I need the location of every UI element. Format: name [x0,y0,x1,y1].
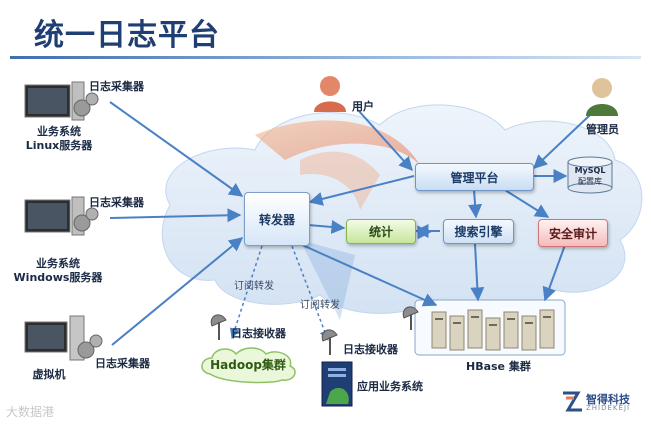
statistics-node: 统计 [346,219,416,244]
app-system-label: 应用业务系统 [357,380,423,393]
management-platform-node: 管理平台 [415,163,534,191]
receiver-label-app: 日志接收器 [343,343,398,356]
collector-label-windows: 日志采集器 [89,196,144,209]
hbase-cluster-box [414,299,566,356]
brand-name: 智得科技 [586,393,630,406]
receiver-dish-icon [210,314,227,340]
admin-label: 管理员 [586,123,619,136]
subscribe-label-2: 订阅转发 [300,300,340,311]
hadoop-cloud-shape [201,347,296,384]
server-label-vm: 虚拟机 [32,368,66,381]
watermark: 大数据港 [6,405,55,419]
hbase-dish-icon [402,306,419,330]
virtual-machine-icon [24,315,103,361]
page-title: 统一日志平台 [34,18,220,53]
mysql-label-line1: MySQL [574,166,606,175]
server-label-linux-line2: Linux服务器 [25,139,93,152]
hbase-cluster-label: HBase 集群 [466,360,531,373]
subscribe-arrows [229,245,330,341]
collector-label-vm: 日志采集器 [95,357,150,370]
receiver-dish-icon-2 [321,329,338,355]
server-label-windows-line2: Windows服务器 [13,271,103,284]
hadoop-cluster: Hadoop集群 [196,344,300,384]
mysql-database-icon [567,156,613,194]
forwarder-node: 转发器 [244,192,310,246]
receiver-label-hadoop: 日志接收器 [231,327,286,340]
server-label-linux-line1: 业务系统 [37,125,81,138]
search-engine-node: 搜索引擎 [443,219,514,244]
brand-latin: ZHIDEKEJI [586,404,631,412]
mysql-label-line2: 配置库 [578,177,602,186]
server-label-windows-line1: 业务系统 [36,257,80,270]
header-divider [10,56,641,59]
app-server-icon [321,361,353,407]
subscribe-label-1: 订阅转发 [234,281,274,292]
decorative-swoosh [255,120,420,320]
collector-label-linux: 日志采集器 [89,80,144,93]
user-icon [314,76,346,112]
flow-arrows [109,101,591,346]
brand-logo-icon [563,391,582,412]
security-audit-node: 安全审计 [538,219,608,247]
linux-server-icon [24,81,99,121]
windows-server-icon [24,196,99,236]
user-label: 用户 [352,100,374,113]
hadoop-label: Hadoop集群 [210,357,286,372]
admin-icon [586,78,618,116]
